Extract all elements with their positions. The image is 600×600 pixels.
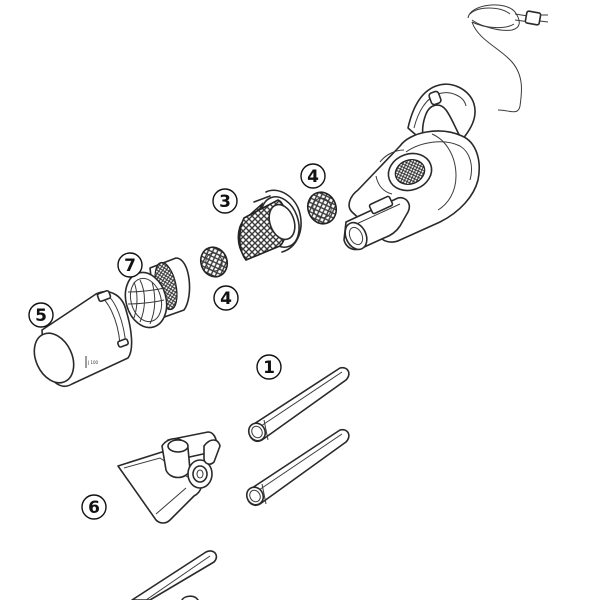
mesh-filter-cylinder bbox=[237, 189, 302, 261]
power-cord bbox=[467, 4, 549, 113]
callout-4-upper: 4 bbox=[300, 163, 326, 189]
callout-4-lower: 4 bbox=[213, 285, 239, 311]
upholstery-nozzle bbox=[117, 431, 221, 524]
callout-6-label: 6 bbox=[88, 498, 100, 518]
canister-label: J 100 bbox=[87, 360, 99, 365]
callout-6: 6 bbox=[81, 494, 107, 520]
callout-1-label: 1 bbox=[263, 358, 275, 378]
vacuum-main-body bbox=[343, 83, 480, 251]
callout-7: 7 bbox=[117, 252, 143, 278]
callout-1: 1 bbox=[256, 354, 282, 380]
callout-3-label: 3 bbox=[219, 192, 231, 212]
extension-tube-upper bbox=[247, 366, 350, 443]
filter-housing bbox=[124, 257, 191, 329]
extension-tube-lower bbox=[245, 428, 350, 507]
filter-disk-upper bbox=[306, 191, 338, 225]
dust-canister: J 100 bbox=[33, 289, 133, 388]
callout-4-upper-label: 4 bbox=[307, 167, 319, 187]
callout-5: 5 bbox=[28, 302, 54, 328]
callout-5-label: 5 bbox=[35, 306, 47, 326]
callout-7-label: 7 bbox=[124, 256, 136, 276]
filter-disk-lower bbox=[199, 246, 229, 278]
callout-4-lower-label: 4 bbox=[220, 289, 232, 309]
crevice-tool bbox=[131, 550, 218, 600]
callout-3: 3 bbox=[212, 188, 238, 214]
